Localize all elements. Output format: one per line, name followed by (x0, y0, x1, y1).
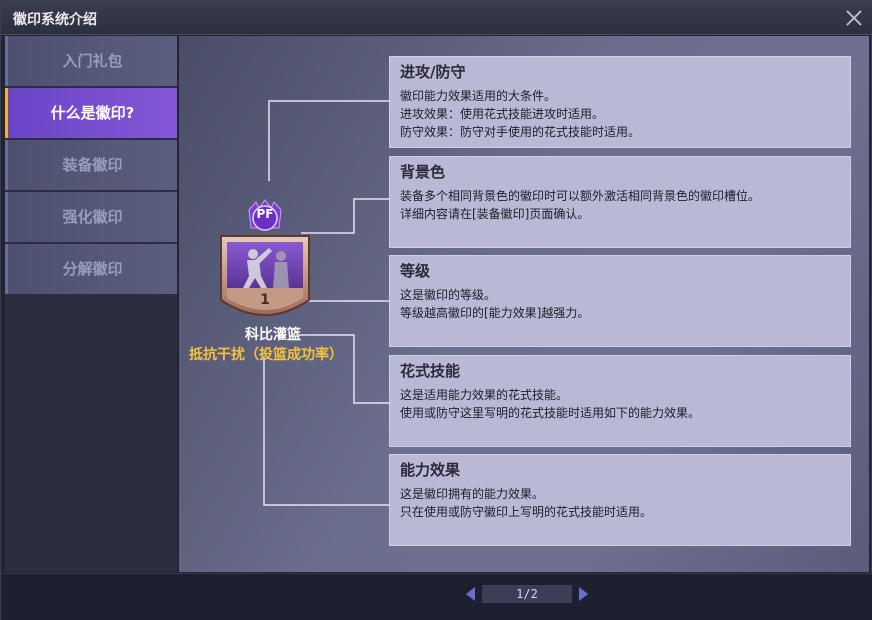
next-page-icon[interactable] (579, 587, 588, 601)
footer (1, 573, 872, 620)
connector-background (301, 198, 389, 234)
panel-line: 这是徽印拥有的能力效果。 (400, 487, 545, 501)
window-title: 徽印系统介绍 (13, 12, 97, 28)
panel-title: 能力效果 (400, 461, 461, 479)
panel-attack-defense: 进攻/防守 徽印能力效果适用的大条件。 进攻效果：使用花式技能进攻时适用。 防守… (389, 56, 851, 148)
panel-ability-effect: 能力效果 这是徽印拥有的能力效果。 只在使用或防守徽印上写明的花式技能时适用。 (389, 454, 851, 546)
panel-line: 使用或防守这里写明的花式技能时适用如下的能力效果。 (400, 406, 701, 420)
sidebar-item-what-is-badge[interactable]: 什么是徽印? (5, 88, 177, 138)
panel-line: 这是适用能力效果的花式技能。 (400, 388, 569, 402)
panel-line: 防守效果：防守对手使用的花式技能时适用。 (400, 125, 641, 139)
badge-effect-text: 抵抗干扰（投篮成功率） (189, 347, 343, 363)
prev-page-icon[interactable] (466, 587, 475, 601)
panel-level: 等级 这是徽印的等级。 等级越高徽印的[能力效果]越强力。 (389, 255, 851, 347)
close-icon[interactable] (841, 5, 867, 31)
sidebar: 入门礼包 什么是徽印? 装备徽印 强化徽印 分解徽印 (5, 36, 177, 572)
panel-title: 背景色 (400, 163, 446, 181)
panel-background-color: 背景色 装备多个相同背景色的徽印时可以额外激活相同背景色的徽印槽位。 详细内容请… (389, 156, 851, 248)
sidebar-item-starter-pack[interactable]: 入门礼包 (5, 36, 177, 86)
connector-effect (263, 356, 389, 506)
panel-line: 详细内容请在[装备徽印]页面确认。 (400, 207, 590, 221)
panel-title: 等级 (400, 262, 431, 280)
panel-fancy-skill: 花式技能 这是适用能力效果的花式技能。 使用或防守这里写明的花式技能时适用如下的… (389, 355, 851, 447)
panel-line: 只在使用或防守徽印上写明的花式技能时适用。 (400, 505, 653, 519)
badge-name: 科比灌篮 (245, 327, 301, 343)
panel-line: 装备多个相同背景色的徽印时可以额外激活相同背景色的徽印槽位。 (400, 189, 761, 203)
sidebar-item-upgrade-badge[interactable]: 强化徽印 (5, 192, 177, 242)
sidebar-item-dismantle-badge[interactable]: 分解徽印 (5, 244, 177, 294)
panel-line: 徽印能力效果适用的大条件。 (400, 89, 557, 103)
panel-title: 进攻/防守 (400, 63, 466, 81)
connector-skill (299, 334, 389, 404)
title-bar: 徽印系统介绍 (1, 1, 872, 35)
panel-line: 进攻效果：使用花式技能进攻时适用。 (400, 107, 605, 121)
badge-icon (220, 199, 310, 316)
badge-type-label: PF (256, 207, 274, 221)
page-indicator: 1/2 (482, 585, 572, 603)
main-content: PF 1 科比灌篮 抵抗干扰（投篮成功率） 进攻/防守 徽印能力效果适用的大条件… (179, 36, 869, 572)
badge-level: 1 (260, 292, 270, 308)
panel-line: 这是徽印的等级。 (400, 288, 497, 302)
sidebar-item-equip-badge[interactable]: 装备徽印 (5, 140, 177, 190)
panel-title: 花式技能 (400, 362, 461, 380)
panel-line: 等级越高徽印的[能力效果]越强力。 (400, 306, 590, 320)
connector-attack-defense (268, 100, 389, 181)
